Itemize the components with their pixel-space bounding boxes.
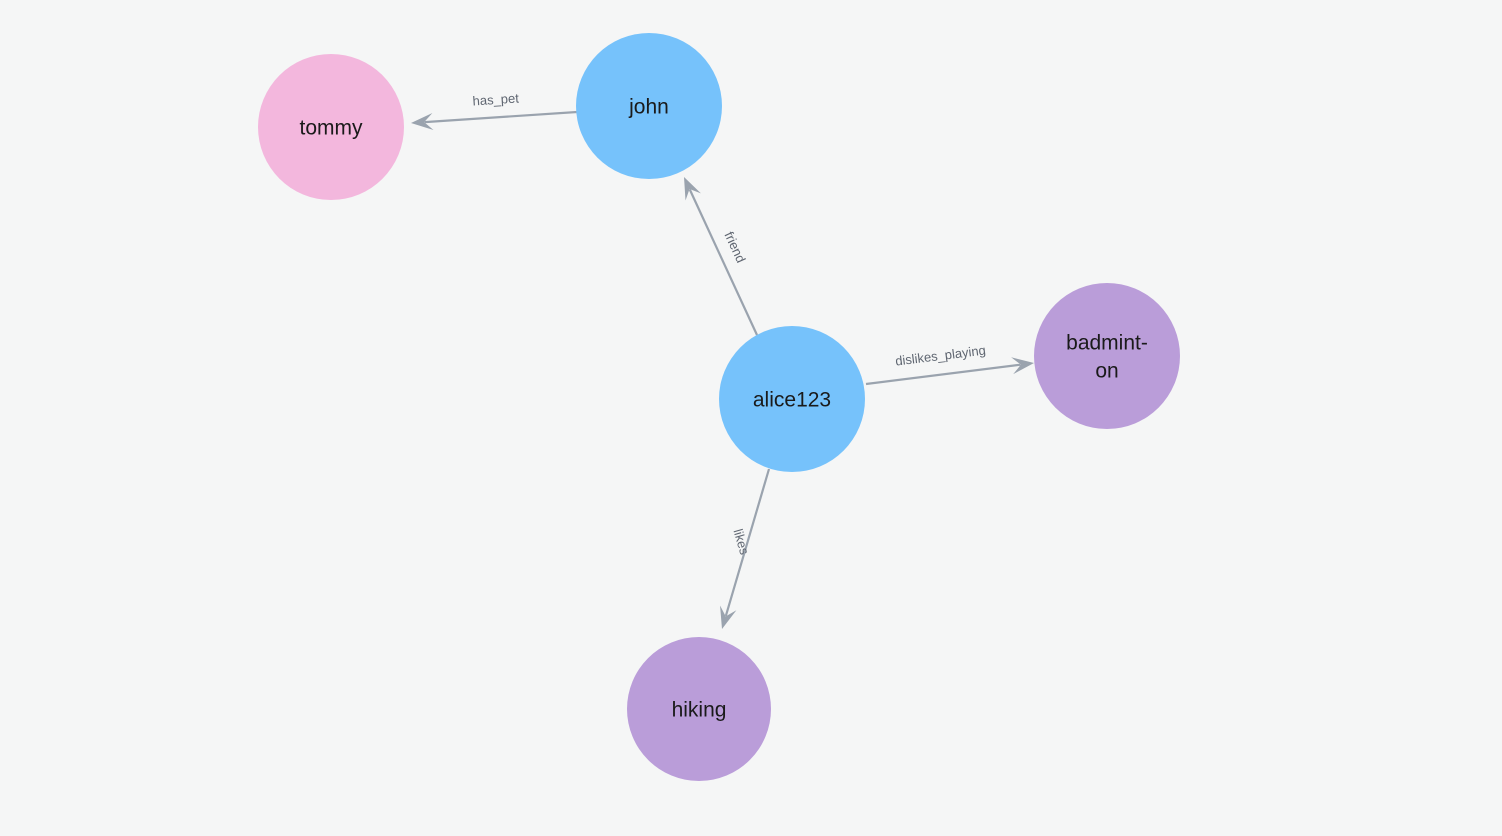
node-circle[interactable] xyxy=(627,637,771,781)
node-circle[interactable] xyxy=(719,326,865,472)
node-circle[interactable] xyxy=(258,54,404,200)
graph-node[interactable]: tommy xyxy=(258,54,404,200)
graph-edge[interactable]: likes xyxy=(720,468,771,629)
graph-node[interactable]: alice123 xyxy=(719,326,865,472)
graph-edge[interactable]: has_pet xyxy=(411,90,578,131)
graph-node[interactable]: hiking xyxy=(627,637,771,781)
edge-arrowhead-icon xyxy=(684,177,701,201)
edge-line xyxy=(688,188,758,336)
graph-node[interactable]: john xyxy=(576,33,722,179)
edge-label: has_pet xyxy=(472,90,520,108)
edge-label: likes xyxy=(730,527,752,557)
edge-arrowhead-icon xyxy=(720,605,737,629)
edge-line xyxy=(724,468,771,617)
graph-node[interactable]: badmint-on xyxy=(1034,283,1180,429)
edge-arrowhead-icon xyxy=(1011,357,1034,375)
edge-line xyxy=(424,110,578,124)
edge-arrowhead-icon xyxy=(411,113,434,131)
node-circle[interactable] xyxy=(576,33,722,179)
node-circle[interactable] xyxy=(1034,283,1180,429)
edge-line xyxy=(865,363,1021,386)
